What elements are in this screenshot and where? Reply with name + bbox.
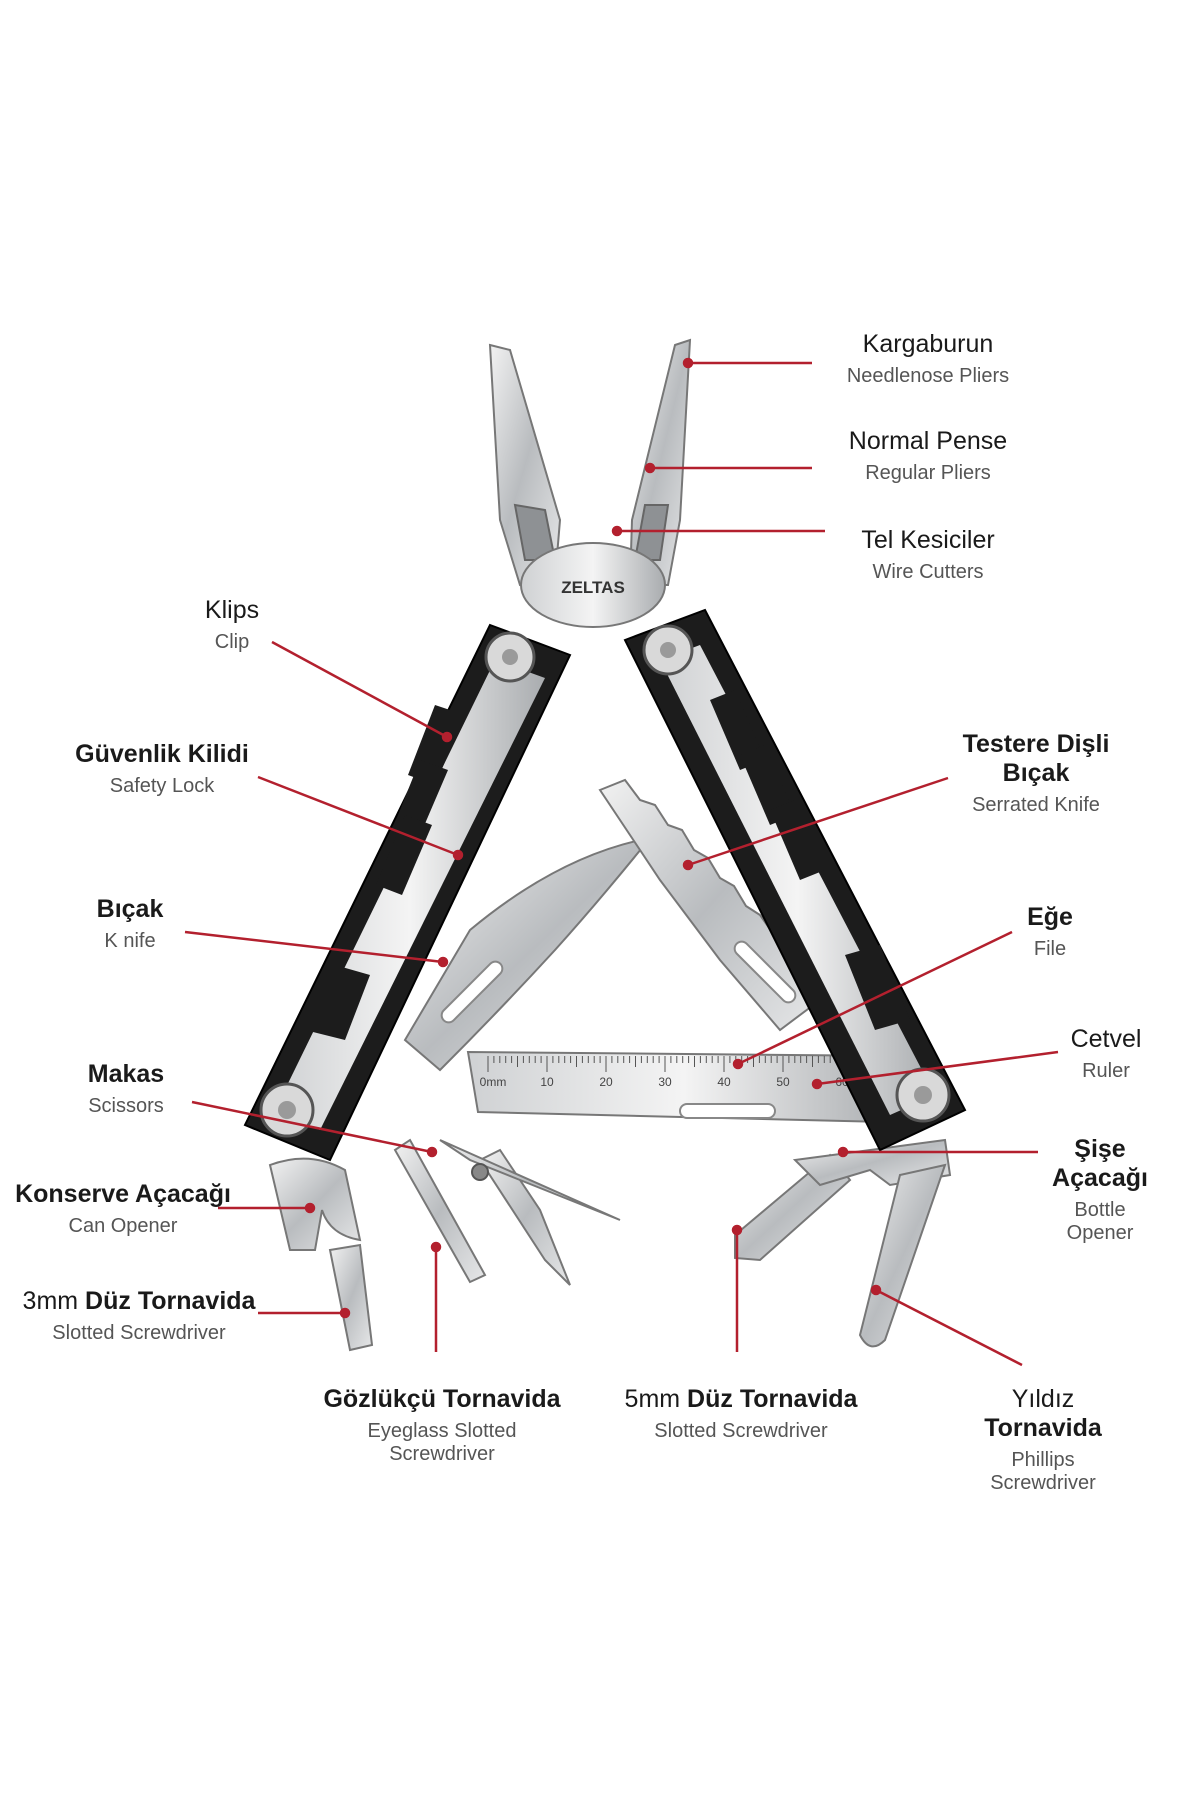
label-slotted-3mm: 3mm Düz Tornavida Slotted Screwdriver (23, 1287, 256, 1345)
label-scissors: Makas Scissors (88, 1060, 164, 1118)
label-wire-cutters-tr: Tel Kesiciler (861, 526, 995, 554)
ruler-mark-label: 50 (776, 1075, 790, 1089)
scissors-blade-lower (478, 1148, 571, 1286)
label-slotted-3mm-size: 3mm (22, 1287, 86, 1315)
ruler-mark-label: 40 (717, 1075, 731, 1089)
ruler-mark-label: 0mm (480, 1075, 507, 1089)
scissors-blade-upper (439, 1139, 621, 1221)
label-clip-tr: Klips (204, 596, 260, 624)
label-clip: Klips Clip (205, 596, 259, 654)
ruler-slot (679, 1103, 776, 1119)
label-needlenose-pliers-en: Needlenose Pliers (846, 364, 1010, 387)
eyeglass-screwdriver (393, 1138, 487, 1284)
label-scissors-tr: Makas (87, 1060, 165, 1088)
label-safety-lock: Güvenlik Kilidi Safety Lock (75, 740, 249, 798)
label-ruler-tr: Cetvel (1070, 1025, 1142, 1053)
label-phillips-screwdriver: Yıldız Tornavida Phillips Screwdriver (965, 1385, 1122, 1495)
label-needlenose-pliers-tr: Kargaburun (862, 330, 994, 358)
label-slotted-5mm-en: Slotted Screwdriver (654, 1419, 828, 1442)
label-slotted-3mm-en: Slotted Screwdriver (52, 1321, 226, 1344)
label-slotted-5mm-size: 5mm (624, 1385, 688, 1413)
brand-logo: ZELTAS (561, 578, 625, 597)
label-regular-pliers-en: Regular Pliers (865, 461, 991, 484)
label-can-opener-tr: Konserve Açacağı (15, 1180, 231, 1208)
label-bottle-opener-tr: Şişe Açacağı (1052, 1135, 1148, 1192)
label-phillips-size: Yıldız (1011, 1385, 1075, 1413)
phillips-screwdriver (858, 1163, 947, 1348)
label-safety-lock-en: Safety Lock (109, 774, 215, 797)
label-eyeglass-screwdriver-tr: Gözlükçü Tornavida (323, 1385, 561, 1413)
wire-cutter-right (633, 504, 670, 561)
label-serrated-knife: Testere Dişli Bıçak Serrated Knife (936, 730, 1136, 817)
can-opener (268, 1157, 362, 1251)
label-slotted-5mm-tr: 5mm Düz Tornavida (625, 1385, 858, 1414)
label-slotted-3mm-tr: 3mm Düz Tornavida (23, 1287, 256, 1316)
label-eyeglass-screwdriver-en: Eyeglass Slotted Screwdriver (367, 1419, 517, 1465)
label-knife-en: K nife (104, 929, 156, 952)
label-phillips-name: Tornavida (984, 1413, 1102, 1442)
serrated-slot (733, 940, 797, 1004)
label-ruler-en: Ruler (1082, 1059, 1130, 1082)
knife-slot (440, 960, 504, 1024)
pliers-pivot-plate (520, 542, 666, 628)
label-regular-pliers: Normal Pense Regular Pliers (849, 427, 1007, 485)
label-ruler: Cetvel Ruler (1071, 1025, 1142, 1083)
label-clip-en: Clip (214, 630, 250, 653)
label-file-tr: Eğe (1027, 903, 1073, 931)
label-needlenose-pliers: Kargaburun Needlenose Pliers (847, 330, 1009, 388)
label-wire-cutters: Tel Kesiciler Wire Cutters (861, 526, 994, 584)
label-slotted-5mm-name: Düz Tornavida (687, 1385, 858, 1413)
label-file-en: File (1033, 937, 1067, 960)
callout-lines (184, 357, 1059, 1367)
label-wire-cutters-en: Wire Cutters (872, 560, 984, 583)
label-bottle-opener-en: Bottle Opener (1066, 1198, 1134, 1244)
ruler-mark-label: 20 (599, 1075, 613, 1089)
label-knife: Bıçak K nife (97, 895, 164, 953)
label-safety-lock-tr: Güvenlik Kilidi (75, 740, 249, 768)
slotted-screwdriver-3mm (328, 1243, 374, 1352)
label-regular-pliers-tr: Normal Pense (848, 427, 1008, 455)
left-handle (243, 623, 572, 1162)
label-bottle-opener: Şişe Açacağı Bottle Opener (1050, 1135, 1150, 1245)
right-handle (623, 608, 967, 1152)
label-slotted-5mm: 5mm Düz Tornavida Slotted Screwdriver (625, 1385, 858, 1443)
label-phillips-screwdriver-tr: Yıldız Tornavida (965, 1385, 1122, 1443)
label-phillips-screwdriver-en: Phillips Screwdriver (990, 1448, 1096, 1494)
label-eyeglass-screwdriver: Gözlükçü Tornavida Eyeglass Slotted Scre… (312, 1385, 572, 1466)
label-serrated-knife-en: Serrated Knife (972, 793, 1100, 816)
scissors-pivot (471, 1163, 489, 1181)
label-can-opener: Konserve Açacağı Can Opener (15, 1180, 231, 1238)
label-can-opener-en: Can Opener (68, 1214, 178, 1237)
label-file: Eğe File (1027, 903, 1073, 961)
label-scissors-en: Scissors (88, 1094, 164, 1117)
knife-blade (403, 836, 653, 1072)
ruler-mark-label: 10 (540, 1075, 554, 1089)
ruler-mark-label: 30 (658, 1075, 672, 1089)
label-knife-tr: Bıçak (96, 895, 164, 923)
label-serrated-knife-tr: Testere Dişli Bıçak (962, 730, 1110, 787)
label-slotted-3mm-name: Düz Tornavida (85, 1287, 256, 1315)
